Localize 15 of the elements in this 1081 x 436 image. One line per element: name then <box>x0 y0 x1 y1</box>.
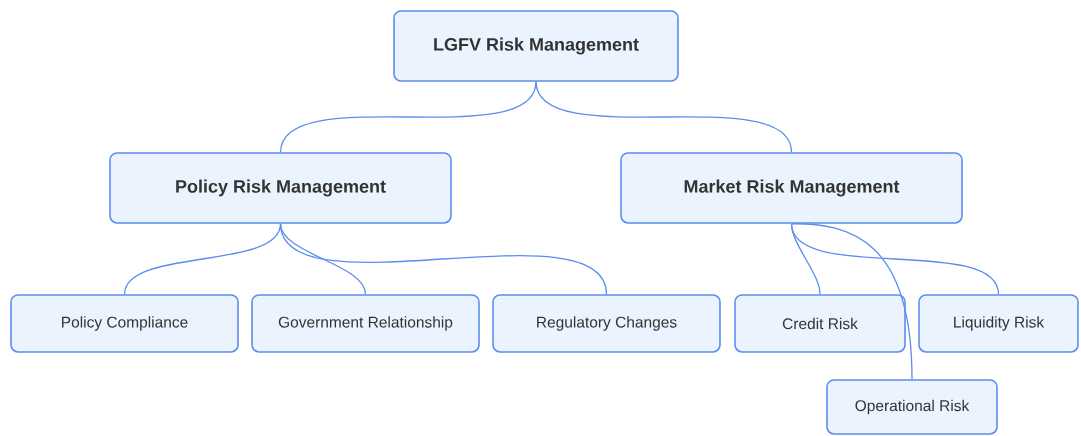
leaf-box: Operational Risk <box>826 379 998 435</box>
connector <box>535 81 793 153</box>
leaf-box: Government Relationship <box>251 294 480 353</box>
connector <box>279 81 537 153</box>
connector <box>790 223 913 380</box>
category-box: Market Risk Management <box>620 152 963 224</box>
leaf-box: Policy Compliance <box>10 294 239 353</box>
leaf-box: Credit Risk <box>734 294 906 353</box>
leaf-box: Regulatory Changes <box>492 294 721 353</box>
connector <box>790 223 1000 295</box>
connector <box>279 223 608 295</box>
category-box: Policy Risk Management <box>109 152 452 224</box>
leaf-box: Liquidity Risk <box>918 294 1079 353</box>
root-box: LGFV Risk Management <box>393 10 679 82</box>
connector <box>279 223 367 295</box>
